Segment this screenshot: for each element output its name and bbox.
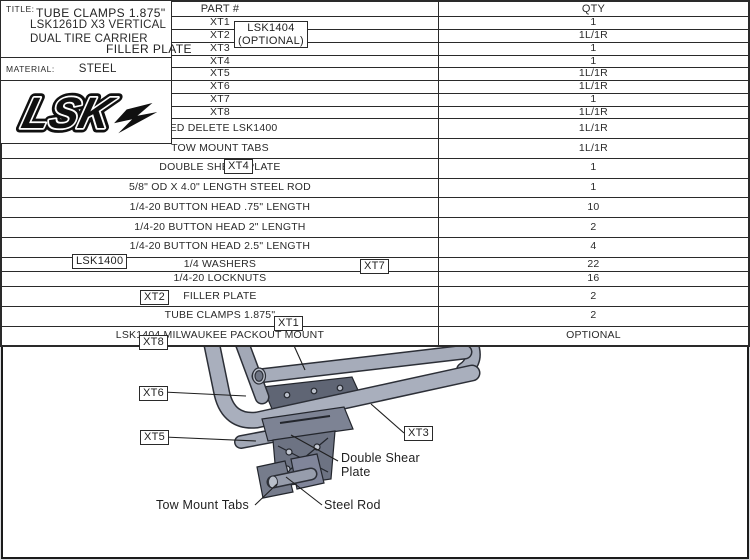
callout-double-shear-line2: Plate	[341, 464, 371, 479]
double-shear-plate-part	[261, 406, 354, 442]
callout-xt6: XT6	[139, 386, 169, 401]
qty-cell: 1	[437, 157, 750, 179]
qty-cell: 1L/1R	[437, 80, 750, 94]
table-row: TUBE CLAMPS 1.875" 2	[0, 305, 750, 327]
table-row: LSK1404 MILWAUKEE PACKOUT MOUNT OPTIONAL	[0, 325, 750, 347]
material-value: STEEL	[78, 63, 117, 75]
qty-cell: 1L/1R	[437, 118, 750, 140]
callout-filler-plate: FILLER PLATE	[106, 42, 192, 56]
part-cell: 1/4-20 BUTTON HEAD 2.5" LENGTH	[0, 236, 439, 258]
callout-xt8: XT8	[139, 335, 169, 350]
title-block: TITLE: LSK1261D X3 VERTICAL DUAL TIRE CA…	[0, 0, 173, 144]
material-section: MATERIAL: STEEL	[1, 58, 172, 81]
drawing-title-line2: DUAL TIRE CARRIER	[30, 32, 148, 45]
qty-cell: 1L/1R	[437, 67, 750, 82]
part-cell: FILLER PLATE	[0, 286, 439, 307]
table-row: 1/4-20 LOCKNUTS 16	[0, 271, 750, 288]
part-cell: 1/4-20 BUTTON HEAD 2" LENGTH	[0, 217, 439, 238]
callout-double-shear-plate: Double Shear Plate	[341, 451, 420, 479]
part-cell: 1/4-20 BUTTON HEAD .75" LENGTH	[0, 197, 439, 219]
callout-xt3: XT3	[404, 426, 434, 441]
table-row: 1/4-20 BUTTON HEAD .75" LENGTH 10	[0, 197, 750, 219]
qty-cell: 2	[437, 286, 750, 307]
title-section: TITLE: LSK1261D X3 VERTICAL DUAL TIRE CA…	[1, 1, 172, 58]
part-cell: 1/4-20 LOCKNUTS	[0, 271, 439, 288]
lsk-logo: LSK LSK	[13, 85, 161, 141]
callout-xt1: XT1	[274, 316, 304, 331]
qty-cell: 16	[437, 271, 750, 288]
qty-cell: 2	[437, 217, 750, 238]
callout-lsk1404-line1: LSK1404	[247, 22, 295, 34]
callout-xt7: XT7	[360, 259, 390, 274]
col-header-qty: QTY	[437, 0, 750, 18]
steel-rod-part	[266, 467, 318, 489]
qty-cell: 2	[437, 305, 750, 327]
drawing-title-line1: LSK1261D X3 VERTICAL	[30, 19, 167, 31]
lsk-logo-lightning	[111, 101, 161, 136]
qty-cell: 1	[437, 92, 750, 107]
table-row: DOUBLE SHEAR PLATE 1	[0, 157, 750, 179]
table-row: 5/8" OD X 4.0" LENGTH STEEL ROD 1	[0, 177, 750, 199]
callout-tow-mount-tabs: Tow Mount Tabs	[156, 498, 249, 512]
callout-xt5: XT5	[140, 430, 170, 445]
callout-lsk1400: LSK1400	[72, 254, 128, 269]
qty-cell: 22	[437, 256, 750, 273]
logo-section: LSK LSK	[1, 81, 171, 143]
qty-cell: 1L/1R	[437, 138, 750, 159]
qty-cell: OPTIONAL	[437, 325, 750, 347]
callout-xt4: XT4	[224, 159, 254, 174]
callout-steel-rod: Steel Rod	[324, 498, 381, 512]
qty-cell: 1	[437, 54, 750, 69]
qty-cell: 4	[437, 236, 750, 258]
qty-cell: 1L/1R	[437, 29, 750, 43]
lsk-logo-text-outline: LSK	[17, 90, 120, 138]
callout-double-shear-line1: Double Shear	[341, 451, 420, 465]
lsk-logo-text: LSK	[17, 90, 120, 138]
callout-xt2: XT2	[140, 290, 170, 305]
part-cell: 5/8" OD X 4.0" LENGTH STEEL ROD	[0, 177, 439, 199]
qty-cell: 1	[437, 16, 750, 31]
title-label: TITLE:	[6, 4, 35, 14]
qty-cell: 1L/1R	[437, 105, 750, 120]
part-cell: LSK1404 MILWAUKEE PACKOUT MOUNT	[0, 325, 439, 347]
part-cell: TUBE CLAMPS 1.875"	[0, 305, 439, 327]
table-row: XT2 1L/1R	[0, 29, 750, 43]
material-label: MATERIAL:	[6, 64, 55, 74]
part-cell: DOUBLE SHEAR PLATE	[0, 157, 439, 179]
callout-tube-clamps: TUBE CLAMPS 1.875"	[36, 6, 166, 20]
qty-cell: 1	[437, 41, 750, 56]
table-row: FILLER PLATE 2	[0, 286, 750, 307]
qty-cell: 1	[437, 177, 750, 199]
qty-cell: 10	[437, 197, 750, 219]
table-row: 1/4-20 BUTTON HEAD 2" LENGTH 2	[0, 217, 750, 238]
callout-lsk1404: LSK1404 (OPTIONAL)	[234, 21, 308, 48]
callout-lsk1404-line2: (OPTIONAL)	[238, 34, 304, 47]
